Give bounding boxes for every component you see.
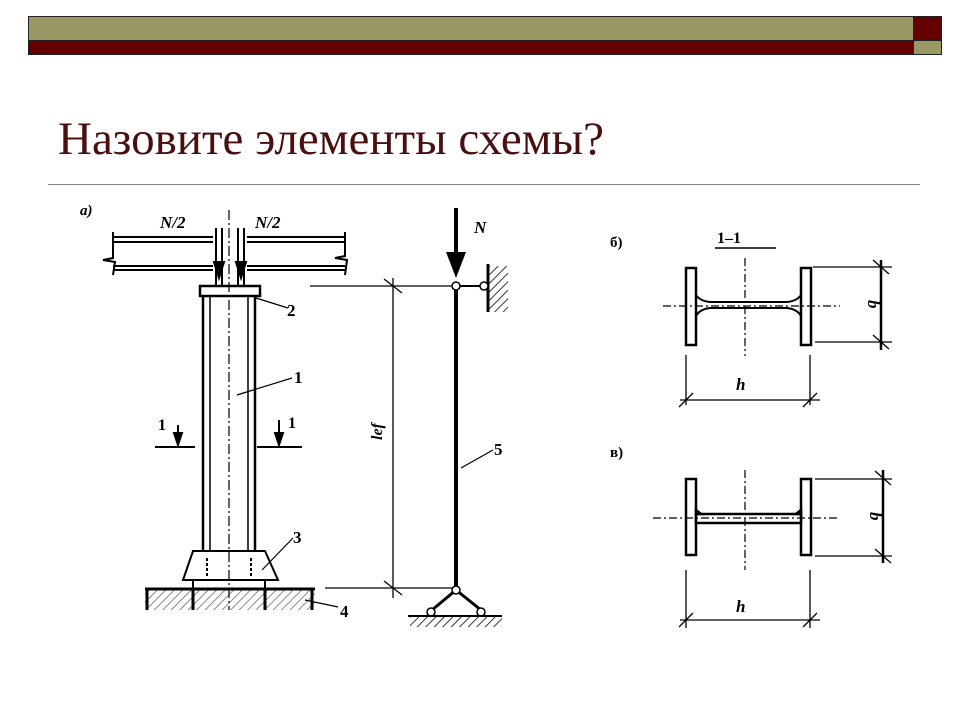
panel-b-label: б) (610, 235, 623, 251)
callout-1: 1 (294, 368, 303, 387)
callout-3: 3 (293, 528, 302, 547)
slide-title: Назовите элементы схемы? (58, 113, 604, 165)
foundation-4 (145, 587, 315, 610)
load-right-label: N/2 (254, 213, 281, 232)
dim-h-label: h (736, 375, 745, 394)
strut-scheme-5 (408, 208, 508, 627)
callout-5: 5 (494, 440, 503, 459)
section-marks (155, 420, 302, 449)
load-arrow-icon (446, 252, 466, 278)
column-1 (201, 296, 257, 551)
load-left-label: N/2 (159, 213, 186, 232)
panel-a: а) N/2 N/2 (80, 203, 508, 627)
panel-c: в) b h (610, 445, 892, 628)
section-title: 1–1 (717, 230, 741, 247)
column-cap-plate-2 (198, 284, 262, 298)
panel-c-label: в) (610, 445, 623, 461)
dim-h-label-c: h (736, 597, 745, 616)
effective-length-label: lef (369, 421, 386, 440)
title-divider (48, 184, 920, 185)
effective-length-dimension (310, 278, 455, 598)
section-mark-right: 1 (288, 415, 296, 432)
callout-2: 2 (287, 301, 296, 320)
corner-square-olive (913, 40, 942, 55)
callout-leaders (236, 297, 494, 608)
beams (102, 232, 349, 276)
dim-b-label-c: b (866, 512, 885, 521)
load-n-label: N (473, 218, 487, 237)
panel-b: б) 1–1 b h (610, 230, 892, 408)
beam-load-arrows (212, 228, 248, 285)
dim-b-label: b (864, 300, 883, 309)
callout-4: 4 (340, 602, 349, 621)
column-base-3 (181, 550, 280, 590)
section-mark-left: 1 (158, 417, 166, 434)
panel-a-label: а) (80, 203, 93, 219)
welded-i-section (684, 477, 813, 557)
